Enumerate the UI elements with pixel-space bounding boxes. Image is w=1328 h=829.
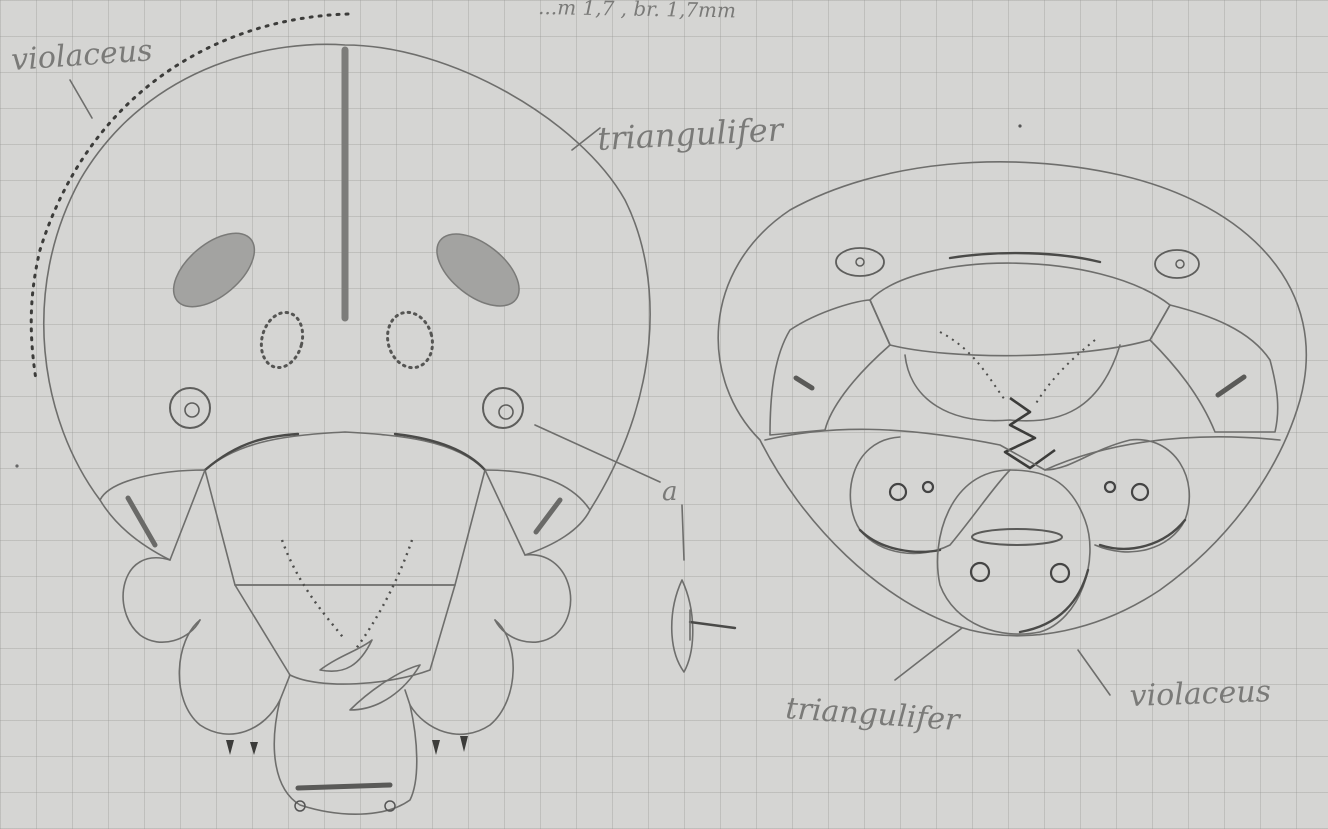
ventral-ring-left xyxy=(836,248,884,276)
left-lobe-upper xyxy=(123,558,200,642)
triangulifer-pointer-line xyxy=(572,128,600,150)
right-lobe-upper xyxy=(495,555,571,643)
left-palp xyxy=(179,620,290,734)
ocellus-spine xyxy=(690,622,735,628)
ventral-ring-right-inner xyxy=(1176,260,1184,268)
left-ocellus-inner xyxy=(185,403,199,417)
left-lobe-dot-a xyxy=(890,484,906,500)
left-side-mark xyxy=(796,378,812,388)
disc-dot-left xyxy=(971,563,989,581)
left-lobe-dot-b xyxy=(923,482,933,492)
violaceus-right-label: violaceus xyxy=(1129,674,1271,714)
left-head-figure xyxy=(31,14,660,814)
top-note-label: ...m 1,7 , br. 1,7mm xyxy=(538,0,736,22)
right-dotted-pit xyxy=(382,307,439,372)
left-side-plate xyxy=(770,300,890,435)
disc-dot-right xyxy=(1051,564,1069,582)
inner-dotted-right xyxy=(1035,340,1095,405)
right-teeth xyxy=(432,736,468,755)
clypeus-dark-edge xyxy=(205,434,298,470)
labrum-dotted-left xyxy=(282,540,345,640)
upper-plate-dark-edge xyxy=(950,253,1100,262)
left-dotted-pit xyxy=(255,308,308,372)
upper-plate xyxy=(870,263,1170,356)
labium xyxy=(274,700,416,814)
left-ocellus xyxy=(170,388,210,428)
violaceus-left-label: violaceus xyxy=(10,33,153,78)
right-ocellus-inner xyxy=(499,405,513,419)
right-side-plate xyxy=(1150,305,1278,432)
zigzag-suture xyxy=(1005,398,1055,468)
right-eye xyxy=(424,220,532,320)
left-gena-mark xyxy=(128,498,155,545)
clypeus xyxy=(205,432,485,585)
detail-connector xyxy=(682,505,684,560)
right-side-mark xyxy=(1218,377,1244,395)
stray-mark xyxy=(1018,124,1021,127)
right-palp xyxy=(405,620,513,734)
marker-a-label: a xyxy=(662,477,678,507)
left-teeth xyxy=(226,740,258,755)
left-eye xyxy=(161,219,268,321)
ocellus-detail-figure xyxy=(672,505,735,672)
labium-bar xyxy=(298,785,390,788)
inner-dotted-left xyxy=(940,332,1005,400)
marker-a-pointer-line xyxy=(535,425,660,482)
clypeus-dark-edge-right xyxy=(395,434,485,470)
right-gena xyxy=(485,470,590,555)
right-gena-mark xyxy=(536,500,560,532)
triangulifer-right-pointer xyxy=(895,628,962,680)
stray-mark-left xyxy=(15,464,18,467)
labrum-dotted-right xyxy=(355,540,412,650)
mandible-left xyxy=(320,640,372,671)
right-ocellus xyxy=(483,388,523,428)
ventral-ring-right xyxy=(1155,250,1199,278)
left-lower-lobe xyxy=(850,437,1010,553)
left-gena xyxy=(100,470,205,560)
triangulifer-left-label: triangulifer xyxy=(596,110,785,158)
violaceus-pointer-line xyxy=(70,80,92,118)
triangulifer-right-label: triangulifer xyxy=(784,691,962,738)
violaceus-right-pointer xyxy=(1078,650,1110,695)
central-slit xyxy=(972,529,1062,545)
right-lobe-dot-a xyxy=(1105,482,1115,492)
ventral-ring-left-inner xyxy=(856,258,864,266)
right-lobe-dot-b xyxy=(1132,484,1148,500)
right-lobe-dark-edge xyxy=(1100,520,1185,549)
